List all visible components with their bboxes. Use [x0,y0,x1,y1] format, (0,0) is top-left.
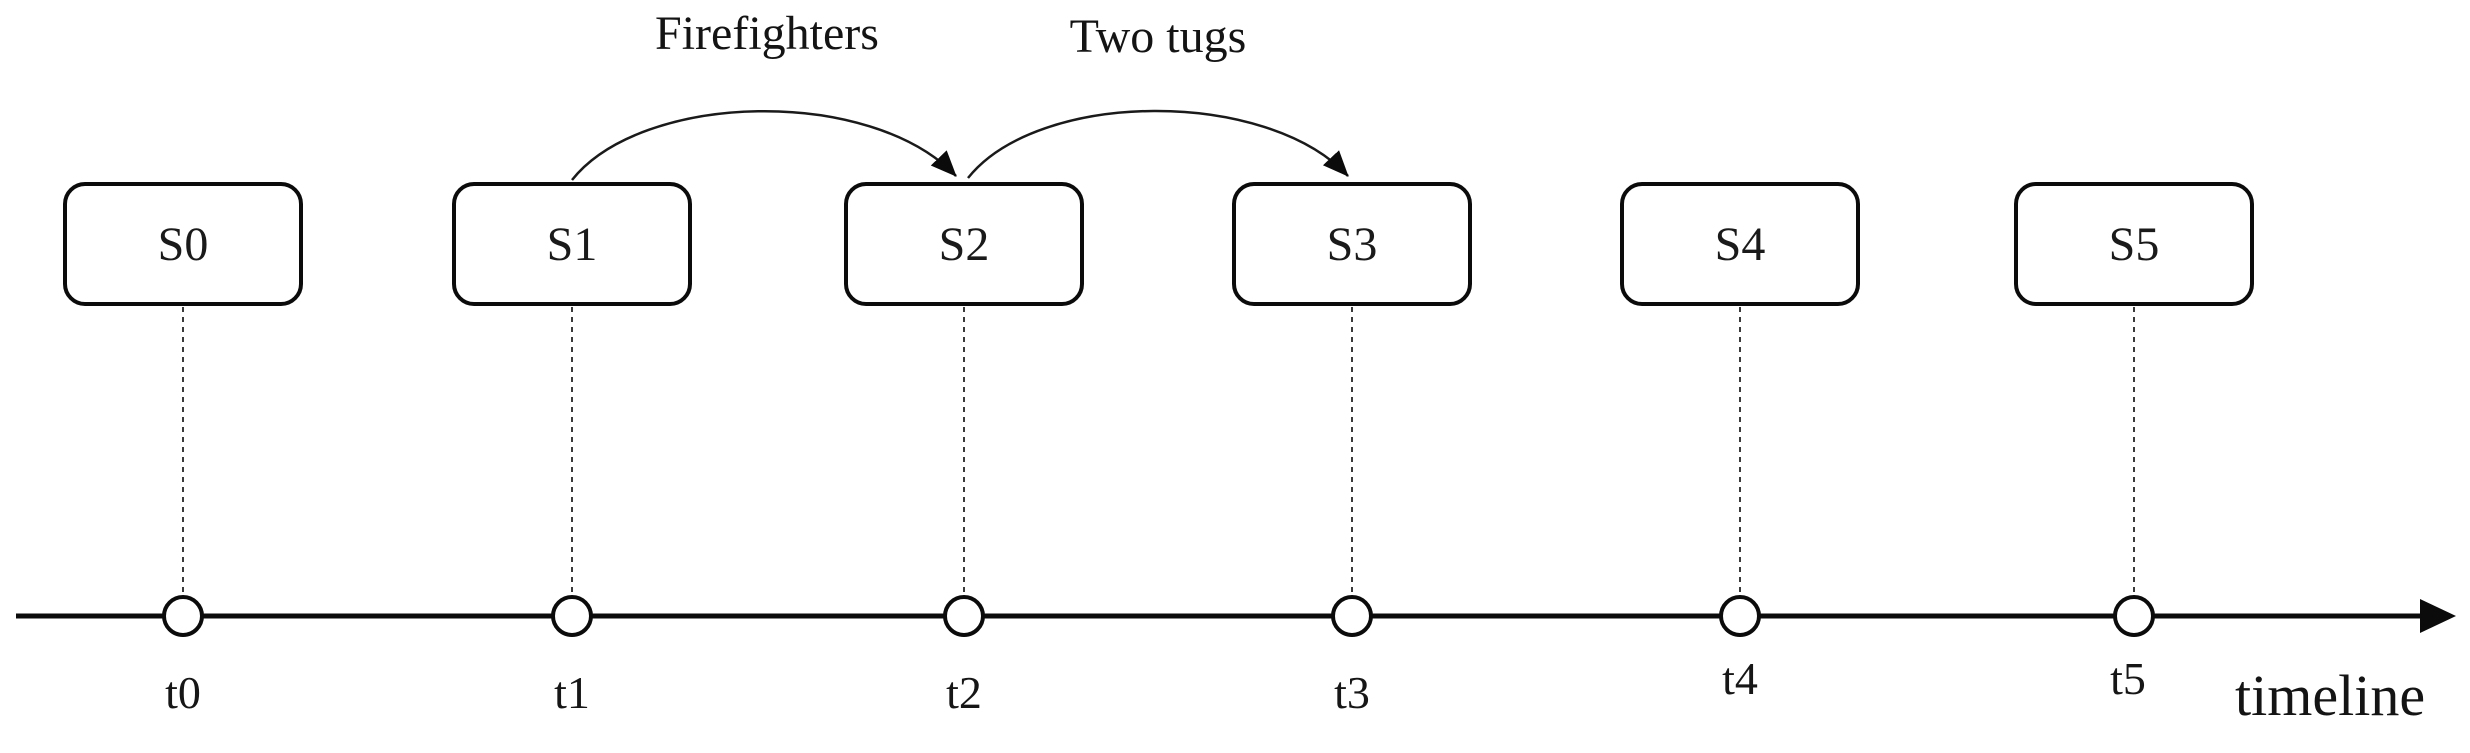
timeline-node-t3 [1331,595,1373,637]
time-label-t5: t5 [2110,653,2146,704]
time-label-t1: t1 [554,667,590,718]
state-box-s2: S2 [844,182,1084,306]
state-label: S3 [1326,217,1378,271]
timeline-node-t4 [1719,595,1761,637]
state-box-s1: S1 [452,182,692,306]
timeline-node-t1 [551,595,593,637]
time-label-t4: t4 [1722,653,1758,704]
state-box-s5: S5 [2014,182,2254,306]
time-label-t0: t0 [165,667,201,718]
state-label: S1 [546,217,598,271]
timeline-node-t2 [943,595,985,637]
state-label: S0 [157,217,209,271]
timeline-node-t5 [2113,595,2155,637]
timeline-arrowhead-icon [2420,599,2456,633]
transition-arrow-s1-s2 [571,110,957,181]
timeline-axis-label: timeline [2235,663,2426,728]
state-label: S5 [2108,217,2160,271]
state-label: S4 [1714,217,1766,271]
state-box-s4: S4 [1620,182,1860,306]
time-label-t2: t2 [946,667,982,718]
transition-label-firefighters: Firefighters [655,7,879,60]
transition-arrow-s2-s3 [967,109,1349,179]
state-box-s0: S0 [63,182,303,306]
timeline-node-t0 [162,595,204,637]
state-label: S2 [938,217,990,271]
time-label-t3: t3 [1334,667,1370,718]
state-box-s3: S3 [1232,182,1472,306]
transition-label-two-tugs: Two tugs [1069,10,1247,63]
